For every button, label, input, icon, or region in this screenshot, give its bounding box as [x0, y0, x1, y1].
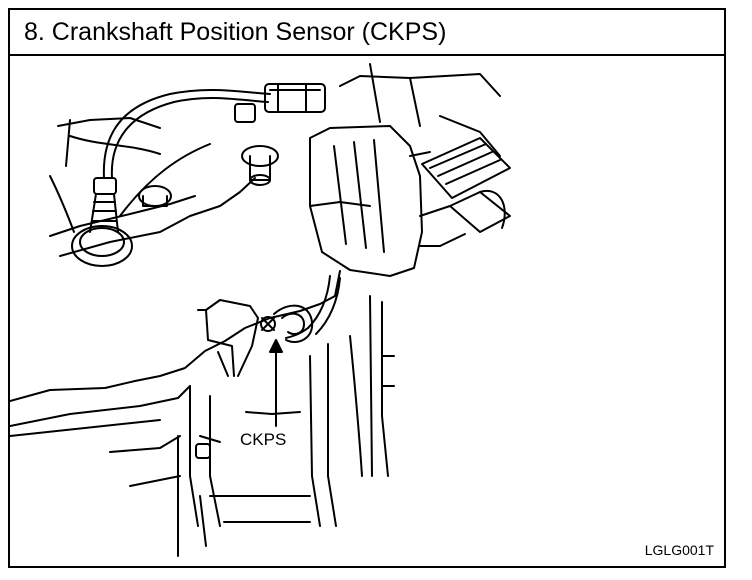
header-bar: 8. Crankshaft Position Sensor (CKPS): [10, 10, 724, 56]
oxygen-sensor: [71, 88, 271, 267]
page-title: 8. Crankshaft Position Sensor (CKPS): [24, 18, 447, 46]
upper-connector: [234, 83, 326, 123]
bolt-left: [138, 185, 172, 207]
harness-connector: [409, 137, 511, 247]
bolt-upper: [241, 145, 279, 186]
ckps-callout-arrow: [269, 339, 283, 427]
diagram-frame: 8. Crankshaft Position Sensor (CKPS): [8, 8, 726, 568]
engine-illustration: CKPS LGLG001T: [10, 56, 724, 566]
engine-drawing: [10, 63, 511, 557]
fender-outline: [10, 270, 341, 402]
ckps-callout-label: CKPS: [240, 430, 287, 449]
engine-block-lower: [189, 295, 395, 547]
timing-cover: [309, 63, 501, 277]
figure-code: LGLG001T: [644, 542, 714, 558]
ckps-sensor: [197, 299, 314, 377]
